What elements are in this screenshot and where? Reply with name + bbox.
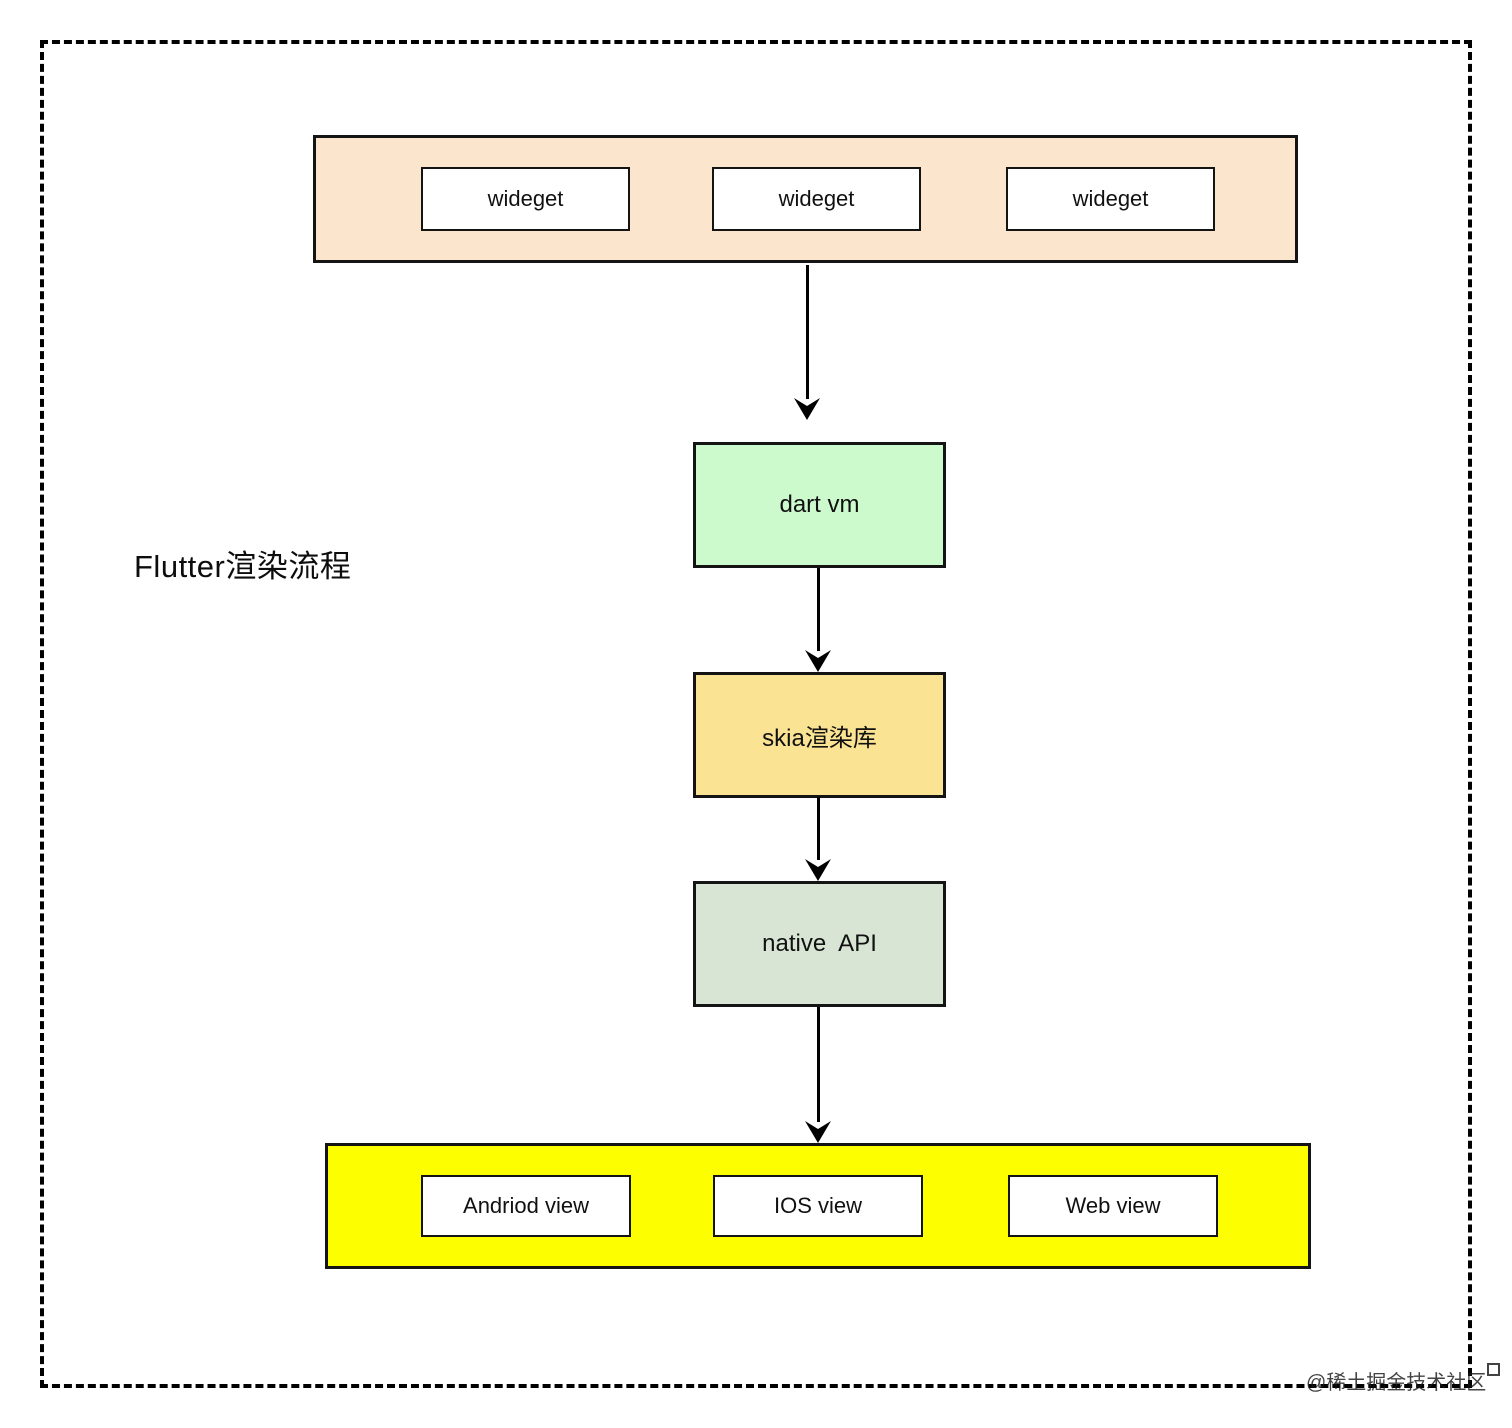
dashed-border-frame <box>40 40 1472 1388</box>
node-skia-render-lib: skia渲染库 <box>693 672 946 798</box>
widget-box-3: wideget <box>1006 167 1215 231</box>
arrow-widgets-to-dartvm <box>806 265 809 399</box>
node-native-api: native API <box>693 881 946 1007</box>
arrow-skia-to-nativeapi <box>817 797 820 860</box>
web-view-box: Web view <box>1008 1175 1218 1237</box>
watermark-logo-icon <box>1487 1363 1501 1376</box>
arrowhead-icon <box>805 650 831 672</box>
diagram-title: Flutter渲染流程 <box>134 549 352 584</box>
widget-layer-container: wideget wideget wideget <box>313 135 1298 263</box>
watermark-text: @稀土掘金技术社区 <box>1306 1372 1487 1394</box>
widget-box-2: wideget <box>712 167 921 231</box>
arrowhead-icon <box>805 859 831 881</box>
widget-box-1: wideget <box>421 167 630 231</box>
arrow-dartvm-to-skia <box>817 568 820 651</box>
arrow-nativeapi-to-views <box>817 1007 820 1122</box>
android-view-box: Andriod view <box>421 1175 631 1237</box>
arrowhead-icon <box>805 1121 831 1143</box>
arrowhead-icon <box>794 398 820 420</box>
node-dart-vm: dart vm <box>693 442 946 568</box>
ios-view-box: IOS view <box>713 1175 923 1237</box>
platform-view-layer-container: Andriod view IOS view Web view <box>325 1143 1311 1269</box>
watermark: @稀土掘金技术社区 <box>1306 1363 1501 1395</box>
